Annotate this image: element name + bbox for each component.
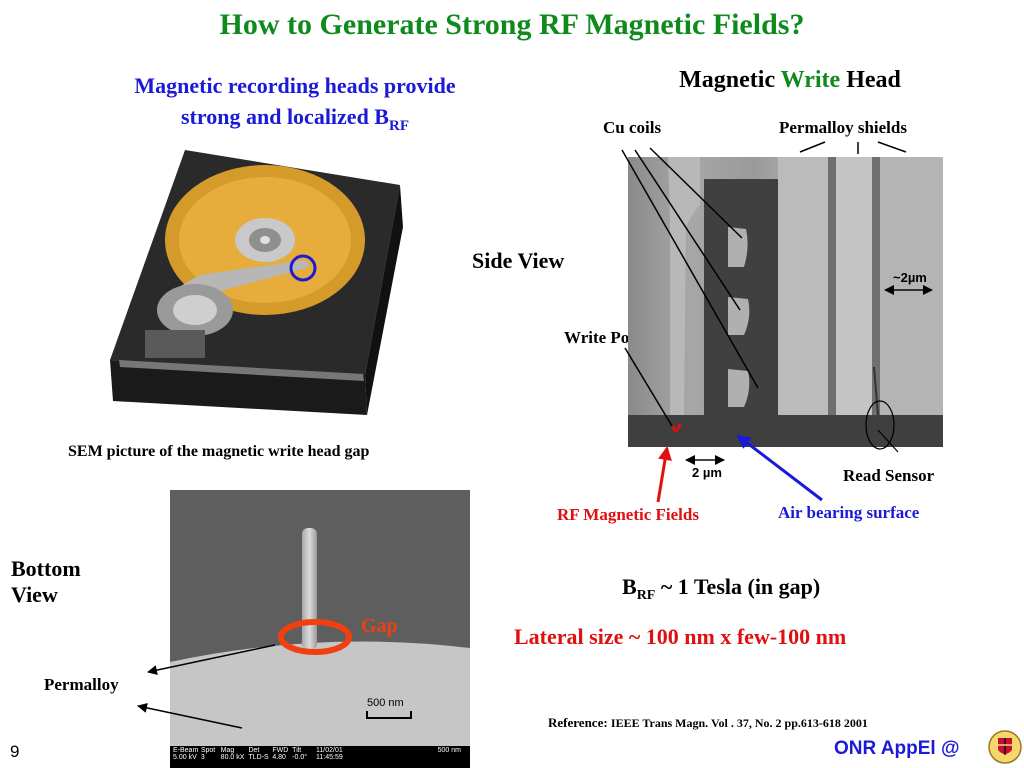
head-title-part1: Magnetic (679, 67, 781, 93)
bottom-view-label: Bottom View (11, 556, 81, 608)
write-head-title: Magnetic Write Head (630, 67, 950, 94)
sem-info-col2-top: Spot (200, 747, 216, 754)
footer-text: ONR AppEl @ (834, 738, 960, 759)
slide-title: How to Generate Strong RF Magnetic Field… (219, 8, 805, 41)
left-subtitle-sub: RF (389, 118, 409, 134)
head-title-part2: Write (780, 67, 841, 93)
reference: Reference: IEEE Trans Magn. Vol . 37, No… (548, 715, 868, 731)
brf-rest: ~ 1 Tesla (in gap) (655, 574, 821, 599)
sem-scale-bar (366, 711, 412, 719)
permalloy-label: Permalloy (44, 675, 119, 694)
bottom-view-line2: View (11, 582, 58, 607)
gap-label: Gap (361, 615, 398, 637)
sem-info-col4-bottom: TLD-S (248, 754, 269, 761)
read-sensor-label: Read Sensor (843, 466, 935, 485)
write-pole-label: Write Pole (564, 328, 642, 347)
sem-info-col8: 500 nm (437, 747, 461, 754)
scale-2um-top: ~2µm (893, 270, 927, 285)
sem-caption: SEM picture of the magnetic write head g… (68, 443, 370, 460)
brf-main: B (622, 574, 637, 599)
gap-ring (278, 619, 352, 655)
sem-info-col1-top: E-Beam (173, 747, 199, 754)
sem-info-col5-bottom: 4.80 (272, 754, 286, 761)
permalloy-shields-label: Permalloy shields (779, 118, 907, 137)
university-seal-logo (988, 730, 1022, 764)
head-title-part3: Head (840, 67, 901, 93)
left-subtitle-line2-text: strong and localized B (180, 104, 389, 129)
side-view-annotations (621, 141, 933, 503)
sem-info-col3-bottom: 80.0 kX (220, 754, 245, 761)
permalloy-arrows (137, 644, 276, 729)
reference-label: Reference: (548, 715, 611, 730)
sem-info-col6-bottom: -0.0° (292, 754, 308, 761)
left-subtitle-line2: strong and localized BRF (90, 101, 500, 142)
sem-scale-label: 500 nm (367, 697, 404, 709)
left-subtitle-line1: Magnetic recording heads provide (134, 73, 456, 98)
scale-2um-bottom: 2 µm (692, 465, 722, 480)
sem-info-col3-top: Mag (220, 747, 235, 754)
sem-info-col6-top: Tilt (292, 747, 302, 754)
hard-drive-image (110, 150, 403, 415)
sem-info-col1-bottom: 5.00 kV (173, 754, 197, 761)
lateral-size: Lateral size ~ 100 nm x few-100 nm (514, 624, 847, 649)
sem-info-col6: Tilt-0.0° (292, 747, 316, 767)
reference-text: IEEE Trans Magn. Vol . 37, No. 2 pp.613-… (610, 716, 868, 730)
sem-side-view-image (628, 157, 943, 447)
sem-info-col7-top: 11/02/01 (316, 747, 343, 754)
sem-info-col4-top: Det (248, 747, 260, 754)
brf-tesla: BRF ~ 1 Tesla (in gap) (622, 574, 820, 604)
page-number: 9 (10, 742, 20, 761)
rf-fields-label: RF Magnetic Fields (557, 505, 699, 524)
cu-coils-label: Cu coils (603, 118, 662, 137)
left-subtitle: Magnetic recording heads provide strong … (90, 70, 500, 142)
air-bearing-label: Air bearing surface (778, 503, 920, 522)
sem-info-col2-bottom: 3 (200, 754, 205, 761)
side-view-label: Side View (472, 248, 565, 273)
sem-bottom-view-image (170, 490, 470, 768)
sem-info-col7-bottom: 11:45:59 (316, 754, 343, 761)
sem-info-col5-top: FWD (272, 747, 289, 754)
bottom-view-line1: Bottom (11, 556, 81, 581)
brf-sub: RF (636, 588, 656, 603)
